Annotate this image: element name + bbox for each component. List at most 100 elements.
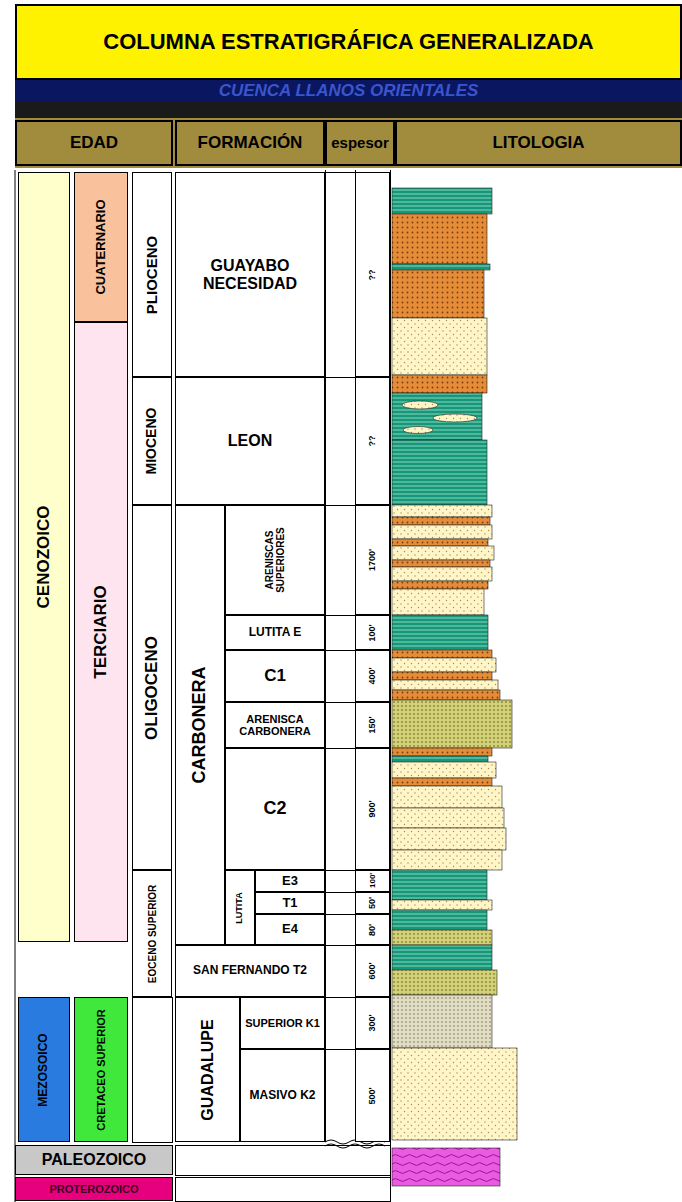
lithology-log — [392, 900, 492, 910]
member-cell: C1 — [225, 650, 325, 702]
member-cell: ARENISCAS SUPERIORES — [225, 505, 325, 615]
lithology-log — [392, 808, 504, 828]
thickness-cell: ?? — [355, 377, 390, 505]
header-cell-text: LITOLOGIA — [492, 134, 584, 153]
period-band: CUATERNARIO — [74, 172, 128, 322]
lithology-log — [392, 188, 492, 214]
member-cell-text: T1 — [282, 896, 297, 910]
member-cell: LUTITA E — [225, 615, 325, 650]
grid-lines — [325, 945, 355, 946]
lithology-log — [392, 505, 492, 517]
lithology-log — [392, 318, 487, 375]
lithology-log — [392, 567, 492, 581]
grid-lines — [325, 1049, 355, 1050]
lithology-log — [433, 414, 477, 422]
member-cell: MASIVO K2 — [240, 1049, 325, 1142]
lithology-log — [392, 188, 517, 1186]
formation-cell: LEON — [175, 377, 325, 505]
grid-lines — [325, 1144, 385, 1148]
thickness-cell-text: ?? — [368, 269, 378, 280]
member-cell: ARENISCA CARBONERA — [225, 702, 325, 748]
lithology-log — [392, 756, 488, 762]
era-band-text: CENOZOICO — [35, 506, 54, 609]
title-text: COLUMNA ESTRATIGRÁFICA GENERALIZADA — [103, 30, 594, 54]
header-cell-text: FORMACIÓN — [198, 134, 303, 153]
thickness-cell-text: 80' — [368, 923, 378, 935]
thickness-cell: 500' — [355, 1049, 390, 1142]
lithology-log — [392, 700, 512, 748]
lithology-log — [392, 525, 492, 539]
member-cell-text: ARENISCA CARBONERA — [229, 713, 321, 737]
thickness-cell-text: 150' — [368, 716, 378, 733]
header-cell-text: espesor — [331, 135, 389, 152]
grid-lines — [325, 997, 355, 998]
header-background — [15, 100, 682, 120]
thickness-cell: 100' — [355, 615, 390, 650]
lithology-log — [403, 427, 433, 434]
lithology-log — [392, 440, 487, 505]
era-band: CENOZOICO — [18, 172, 70, 942]
lithology-log — [392, 270, 484, 318]
header-cell: EDAD — [15, 120, 173, 166]
grid-lines — [325, 702, 355, 703]
lithology-log — [392, 748, 492, 756]
lithology-log — [392, 1048, 517, 1140]
grid-lines — [15, 170, 391, 1202]
lithology-log — [392, 672, 492, 680]
grid-lines — [325, 914, 355, 915]
grid-lines — [176, 1146, 391, 1176]
subtitle-text: CUENCA LLANOS ORIENTALES — [219, 82, 479, 101]
lithology-log — [392, 546, 494, 560]
title-band: COLUMNA ESTRATIGRÁFICA GENERALIZADA — [15, 4, 682, 80]
lithology-log — [392, 995, 492, 1048]
member-cell: E3 — [255, 870, 325, 892]
header-cell: LITOLOGIA — [395, 120, 682, 166]
lithology-log — [392, 680, 498, 690]
thickness-cell: 400' — [355, 650, 390, 702]
lithology-log — [392, 828, 506, 850]
lithology-log — [392, 393, 482, 440]
member-cell: T1 — [255, 892, 325, 914]
epoch-band: MIOCENO — [132, 377, 172, 505]
member-cell-text: LUTITA E — [249, 626, 302, 639]
formation-cell: GUAYABO NECESIDAD — [175, 172, 325, 377]
era-band: PALEOZOICO — [15, 1145, 173, 1175]
formation-cell: CARBONERA — [175, 505, 225, 945]
lithology-log — [392, 870, 487, 900]
lithology-log — [392, 930, 492, 945]
member-cell-text: C2 — [263, 799, 286, 819]
thickness-cell-text: 100' — [368, 874, 377, 888]
lithology-log — [392, 690, 500, 700]
lithology-log — [392, 214, 487, 264]
lithology-log — [392, 375, 487, 393]
thickness-cell-text: 1700' — [368, 549, 378, 571]
member-cell: C2 — [225, 748, 325, 870]
thickness-cell-text: 900' — [368, 800, 378, 817]
lithology-log — [392, 786, 502, 808]
thickness-cell: 900' — [355, 748, 390, 870]
header-cell: FORMACIÓN — [175, 120, 325, 166]
period-band: TERCIARIO — [74, 322, 128, 942]
thickness-cell: 80' — [355, 914, 390, 945]
lithology-log — [402, 401, 438, 409]
grid-lines — [325, 892, 355, 893]
grid-lines — [325, 615, 355, 616]
member-cell: LUTITA — [225, 870, 255, 945]
thickness-cell-text: 500' — [368, 1087, 378, 1104]
grid-lines — [133, 998, 173, 1143]
thickness-cell: 300' — [355, 997, 390, 1049]
thickness-cell-text: 300' — [368, 1014, 378, 1031]
member-cell-text: LUTITA — [235, 892, 245, 923]
thickness-cell-text: ?? — [368, 436, 378, 447]
era-band: PROTEROZOICO — [15, 1177, 173, 1201]
period-band-text: CRETACEO SUPERIOR — [95, 1009, 107, 1130]
member-cell: SUPERIOR K1 — [240, 997, 325, 1049]
subtitle-band: CUENCA LLANOS ORIENTALES — [15, 80, 682, 102]
formation-cell-text: LEON — [228, 432, 272, 450]
grid-lines — [176, 1178, 391, 1202]
lithology-log — [392, 778, 492, 786]
lithology-log — [392, 658, 496, 672]
formation-cell: SAN FERNANDO T2 — [175, 945, 325, 997]
header-background — [15, 118, 682, 168]
